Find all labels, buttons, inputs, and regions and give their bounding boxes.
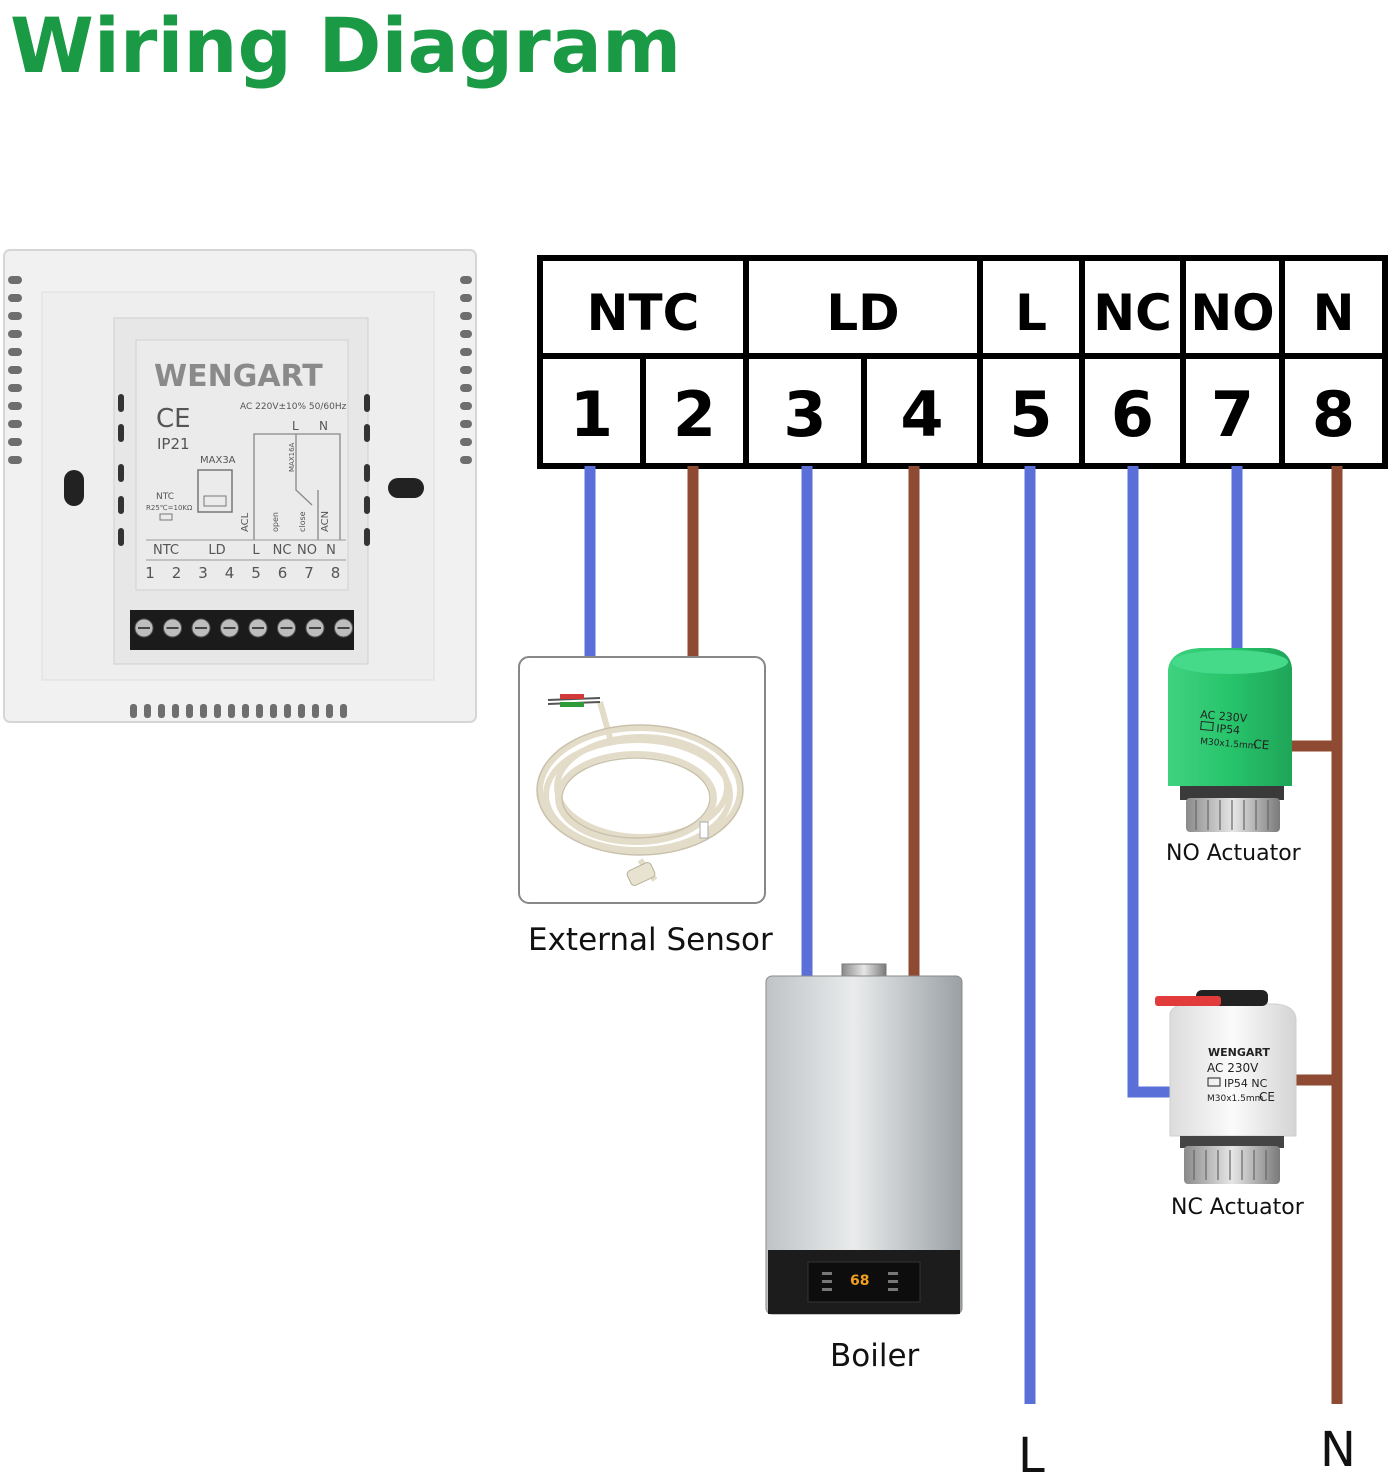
wire-terminal-6 bbox=[1127, 466, 1170, 1098]
nc-actuator: WENGART AC 230V IP54 NC M30x1.5mm CE bbox=[1155, 990, 1297, 1184]
wire-end-n: N bbox=[1320, 1422, 1356, 1476]
wires bbox=[584, 466, 1343, 1404]
terminal-group-n: N bbox=[1313, 284, 1355, 342]
no-actuator-text-2: IP54 bbox=[1216, 722, 1241, 737]
nc-actuator-ce: CE bbox=[1259, 1090, 1275, 1104]
external-sensor bbox=[518, 656, 766, 904]
no-actuator-ce: CE bbox=[1253, 737, 1270, 752]
relay-max: MAX16A bbox=[288, 442, 296, 472]
boiler-label: Boiler bbox=[830, 1338, 920, 1374]
boiler-display: 68 bbox=[850, 1273, 869, 1289]
max-load-label: MAX3A bbox=[200, 455, 236, 466]
top-l-label: L bbox=[292, 419, 299, 433]
plate-group-label: NTC bbox=[153, 543, 179, 558]
nc-actuator-text-3: M30x1.5mm bbox=[1207, 1094, 1263, 1104]
terminal-number-8: 8 bbox=[1312, 378, 1355, 451]
terminal-group-ld: LD bbox=[826, 284, 899, 342]
thermostat-brand: WENGART bbox=[154, 359, 323, 394]
close-label: close bbox=[298, 511, 307, 532]
no-actuator-label: NO Actuator bbox=[1166, 841, 1302, 866]
terminal-number-3: 3 bbox=[783, 378, 826, 451]
acl-label: ACL bbox=[240, 512, 251, 532]
no-actuator-text-3: M30x1.5mm bbox=[1200, 737, 1257, 752]
boiler: 68 bbox=[765, 963, 963, 1315]
nc-actuator-brand: WENGART bbox=[1208, 1046, 1270, 1059]
plate-terminal-number: 3 bbox=[198, 564, 208, 582]
plate-group-label: L bbox=[252, 543, 260, 558]
page-title: Wiring Diagram bbox=[10, 1, 681, 90]
terminal-number-2: 2 bbox=[673, 378, 716, 451]
terminal-number-1: 1 bbox=[570, 378, 613, 451]
terminal-group-nc: NC bbox=[1093, 284, 1172, 342]
terminal-number-5: 5 bbox=[1009, 378, 1052, 451]
terminal-number-7: 7 bbox=[1211, 378, 1254, 451]
plate-terminal-number: 1 bbox=[145, 564, 155, 582]
no-actuator-text-1: AC 230V bbox=[1200, 708, 1248, 725]
terminal-number-4: 4 bbox=[900, 378, 943, 451]
thermostat-back-photo: WENGART CE IP21 AC 220V±10% 50/60Hz MAX3… bbox=[3, 249, 477, 723]
nc-actuator-text-1: AC 230V bbox=[1207, 1061, 1259, 1075]
plate-terminal-number: 8 bbox=[331, 564, 341, 582]
plate-terminal-number: 4 bbox=[225, 564, 235, 582]
ntc-value: R25℃=10KΩ bbox=[146, 504, 193, 512]
power-rating: AC 220V±10% 50/60Hz bbox=[240, 402, 347, 412]
nc-actuator-text-2: IP54 NC bbox=[1224, 1077, 1268, 1090]
plate-terminal-number: 5 bbox=[251, 564, 261, 582]
terminal-group-l: L bbox=[1015, 284, 1047, 342]
plate-group-label: NO bbox=[297, 543, 317, 558]
external-sensor-label: External Sensor bbox=[528, 922, 773, 958]
nc-actuator-label: NC Actuator bbox=[1171, 1195, 1305, 1220]
terminal-group-no: NO bbox=[1190, 284, 1274, 342]
plate-group-label: NC bbox=[273, 543, 292, 558]
terminal-group-ntc: NTC bbox=[587, 284, 700, 342]
wire-end-l: L bbox=[1018, 1428, 1045, 1476]
acn-label: ACN bbox=[320, 511, 331, 532]
terminal-number-6: 6 bbox=[1111, 378, 1154, 451]
ntc-label: NTC bbox=[156, 492, 174, 502]
plate-group-label: N bbox=[326, 543, 336, 558]
plate-terminal-number: 2 bbox=[172, 564, 182, 582]
ip-rating: IP21 bbox=[157, 435, 190, 453]
open-label: open bbox=[271, 512, 280, 532]
top-n-label: N bbox=[319, 419, 328, 433]
plate-terminal-number: 7 bbox=[304, 564, 314, 582]
plate-group-label: LD bbox=[208, 543, 225, 558]
no-actuator: AC 230V IP54 M30x1.5mm CE bbox=[1168, 648, 1292, 832]
ce-mark: CE bbox=[156, 404, 191, 434]
terminal-block-frame bbox=[537, 255, 1388, 469]
plate-terminal-number: 6 bbox=[278, 564, 288, 582]
